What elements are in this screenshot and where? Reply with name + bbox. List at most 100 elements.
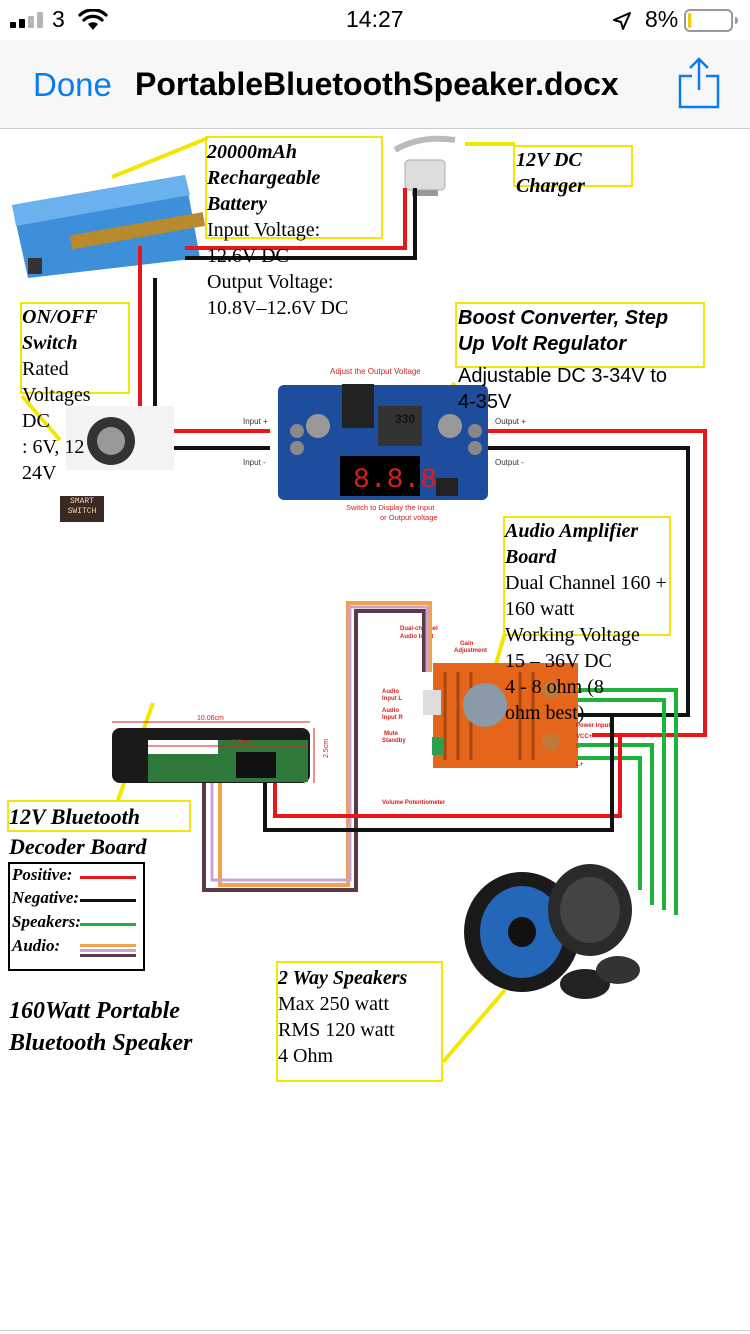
smart-switch-badge: SMART SWITCH xyxy=(61,497,103,517)
amp-volume-label: Volume Potentiometer xyxy=(382,800,446,806)
battery-title-2: Rechargeable xyxy=(207,167,321,189)
page-bottom-divider xyxy=(0,1330,750,1331)
amp-spec-4: 15 – 36V DC xyxy=(505,650,612,672)
decoder-title-1: 12V Bluetooth xyxy=(9,804,141,829)
boost-title-2: Up Volt Regulator xyxy=(458,333,627,355)
amp-spec-3: Working Voltage xyxy=(505,624,640,646)
amp-mute-label-2: Standby xyxy=(382,738,406,744)
amp-dual-input-label-2: Audio Input xyxy=(400,634,433,640)
switch-title-2: Switch xyxy=(22,332,78,354)
wire-legend: Positive: Negative: Speakers: Audio: xyxy=(8,862,145,971)
switch-spec-5: 24V xyxy=(22,462,57,484)
clock: 14:27 xyxy=(346,6,404,32)
amp-input-l-label-2: Input L xyxy=(382,696,402,702)
charger-callout xyxy=(513,145,633,187)
battery-label: 20000mAh Rechargeable Battery Input Volt… xyxy=(207,139,348,321)
boost-input-plus-label: Input + xyxy=(243,417,268,426)
document-page[interactable]: 8.8.8 Adjust the Output Voltage 330 Inpu… xyxy=(0,129,750,1334)
battery-title-1: 20000mAh xyxy=(207,141,298,163)
footer-title: 160Watt Portable Bluetooth Speaker xyxy=(9,995,192,1059)
status-bar: 3 14:27 8% xyxy=(0,0,750,40)
smart-switch-badge-line-1: SMART xyxy=(69,497,94,506)
switch-callout xyxy=(20,302,130,394)
done-button[interactable]: Done xyxy=(33,66,112,103)
amp-input-l-label-1: Audio xyxy=(382,689,399,695)
svg-text:8.8.8: 8.8.8 xyxy=(353,465,437,496)
smart-switch-badge-line-2: SWITCH xyxy=(67,507,97,516)
legend-negative-swatch xyxy=(80,899,136,902)
footer-title-1: 160Watt Portable xyxy=(9,998,180,1024)
share-icon[interactable] xyxy=(676,56,722,110)
battery-spec-2: 12.6V DC xyxy=(207,245,289,267)
switch-label: ON/OFF Switch Rated Voltages DC : 6V, 12… xyxy=(22,304,98,486)
switch-title-1: ON/OFF xyxy=(22,306,98,328)
amp-l-plus-label: L+ xyxy=(576,762,584,768)
speaker-title-1: 2 Way Speakers xyxy=(278,967,408,989)
amp-callout xyxy=(503,516,671,636)
battery-spec-1: Input Voltage: xyxy=(207,219,321,241)
legend-speakers-swatch xyxy=(80,923,136,926)
battery-spec-4: 10.8V–12.6V DC xyxy=(207,297,349,319)
speaker-spec-2: RMS 120 watt xyxy=(278,1019,395,1041)
amp-dual-input-label-1: Dual-channel xyxy=(400,626,438,632)
document-title: PortableBluetoothSpeaker.docx xyxy=(135,66,619,102)
charger-title-2: Charger xyxy=(516,175,585,197)
speaker-spec-3: 4 Ohm xyxy=(278,1045,333,1067)
navigation-bar: Done PortableBluetoothSpeaker.docx xyxy=(0,40,750,129)
boost-spec-2: 4-35V xyxy=(458,391,512,413)
boost-switch-label-2: or Output voltage xyxy=(380,513,438,522)
amp-title-1: Audio Amplifier xyxy=(505,520,639,542)
boost-adjust-label: Adjust the Output Voltage xyxy=(330,367,421,376)
inductor-label: 330 xyxy=(395,412,415,426)
decoder-width-label: 10.06cm xyxy=(197,715,224,722)
legend-speakers-label: Speakers: xyxy=(12,912,81,931)
amplifier-board xyxy=(423,663,578,768)
speaker-spec-1: Max 250 watt xyxy=(278,993,390,1015)
battery-percent: 8% xyxy=(645,6,679,32)
amp-input-r-label-1: Audio xyxy=(382,708,399,714)
switch-spec-1: Rated xyxy=(22,358,69,380)
amp-vcc-label: VCC+ xyxy=(576,734,593,740)
switch-spec-4: : 6V, 12 xyxy=(22,436,85,458)
legend-negative-label: Negative: xyxy=(12,888,80,907)
legend-audio-swatch xyxy=(80,944,136,958)
amp-spec-5: 4 - 8 ohm (8 xyxy=(505,676,604,698)
amp-gain-label-1: Gain xyxy=(460,641,474,647)
footer-title-2: Bluetooth Speaker xyxy=(9,1030,193,1056)
speaker-callout-leader xyxy=(441,988,507,1064)
charger-label: 12V DC Charger xyxy=(516,147,585,199)
legend-positive-label: Positive: xyxy=(12,865,73,884)
amp-spec-1: Dual Channel 160 + xyxy=(505,572,667,594)
decoder-label: 12V Bluetooth Decoder Board xyxy=(9,802,146,862)
boost-title-1: Boost Converter, Step xyxy=(458,307,669,329)
switch-spec-2: Voltages xyxy=(22,384,91,406)
boost-label: Boost Converter, Step Up Volt Regulator … xyxy=(458,305,668,415)
charger-title-1: 12V DC xyxy=(516,149,582,171)
switch-callout-leader xyxy=(20,394,62,442)
decoder-height-label: 2.5cm xyxy=(323,739,330,758)
battery-spec-3: Output Voltage: xyxy=(207,271,334,293)
cellular-signal-icon xyxy=(10,12,43,28)
amp-input-r-label-2: Input R xyxy=(382,715,403,721)
speaker-label: 2 Way Speakers Max 250 watt RMS 120 watt… xyxy=(278,965,407,1069)
speaker-callout xyxy=(276,961,443,1082)
boost-converter-board: 8.8.8 xyxy=(278,384,488,500)
amp-spec-2: 160 watt xyxy=(505,598,575,620)
boost-switch-label-1: Switch to Display the Input xyxy=(346,503,435,512)
location-arrow-icon xyxy=(613,12,631,30)
battery-title-3: Battery xyxy=(207,193,267,215)
amp-gain-label-2: Adjustment xyxy=(454,648,487,654)
amp-spec-6: ohm best) xyxy=(505,702,585,724)
decoder-callout xyxy=(7,800,191,832)
charger-cable xyxy=(393,135,456,196)
decoder-inner-label: 9.3cm xyxy=(232,739,251,746)
amp-power-input-label: Power Input xyxy=(576,723,610,729)
battery-pack xyxy=(12,175,206,278)
amp-title-2: Board xyxy=(505,546,557,568)
speakers-photo xyxy=(464,864,640,999)
legend-audio-label: Audio: xyxy=(12,936,61,955)
switch-spec-3: DC xyxy=(22,410,50,432)
battery-icon xyxy=(684,9,738,32)
wiring-diagram: 8.8.8 Adjust the Output Voltage 330 Inpu… xyxy=(12,135,707,1064)
switch-photo xyxy=(60,406,174,522)
